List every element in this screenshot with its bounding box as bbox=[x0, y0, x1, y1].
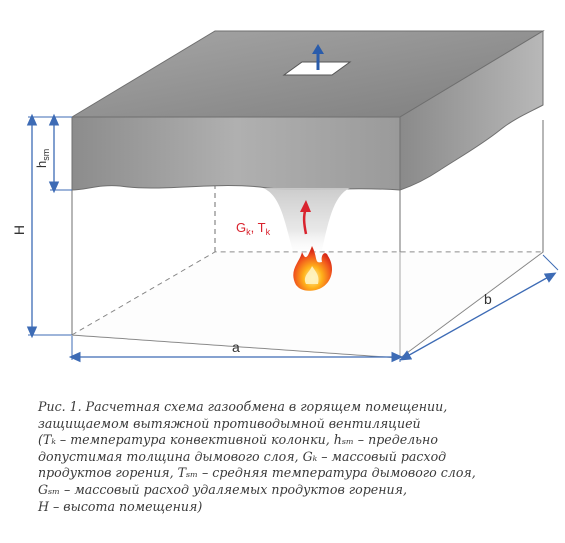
convective-plume bbox=[263, 188, 350, 258]
smoke-layer bbox=[70, 30, 545, 191]
exhaust-arrow-head bbox=[312, 44, 324, 54]
smoke-thickness-dimension: hsm bbox=[34, 113, 72, 194]
figure-caption: Рис. 1. Расчетная схема газообмена в гор… bbox=[38, 399, 558, 515]
depth-dimension: b bbox=[399, 254, 559, 361]
height-label: H bbox=[11, 225, 27, 235]
depth-label: b bbox=[484, 291, 492, 307]
caption-line: защищаемом вытяжной противодымной вентил… bbox=[38, 415, 421, 431]
caption-line: (Tₖ – температура конвективной колонки, … bbox=[38, 432, 438, 448]
caption-line: допустимая толщина дымового слоя, Gₖ – м… bbox=[38, 448, 447, 464]
caption-line: H – высота помещения) bbox=[38, 498, 203, 514]
caption-line: продуктов горения, Tₛₘ – средняя темпера… bbox=[38, 465, 476, 481]
flow-label: Gk, Tk bbox=[236, 220, 271, 237]
caption-line: Gₛₘ – массовый расход удаляемых продукто… bbox=[38, 481, 408, 497]
height-dimension: H bbox=[11, 113, 72, 339]
width-label: a bbox=[232, 339, 240, 355]
caption-line: Рис. 1. Расчетная схема газообмена в гор… bbox=[38, 399, 448, 414]
exhaust-vent bbox=[282, 44, 352, 76]
smoke-thickness-label: hsm bbox=[34, 149, 51, 168]
fire-icon bbox=[293, 246, 332, 291]
up-arrow-icon bbox=[300, 200, 311, 235]
room-diagram: Gk, Tk H hsm a b bbox=[11, 30, 559, 363]
